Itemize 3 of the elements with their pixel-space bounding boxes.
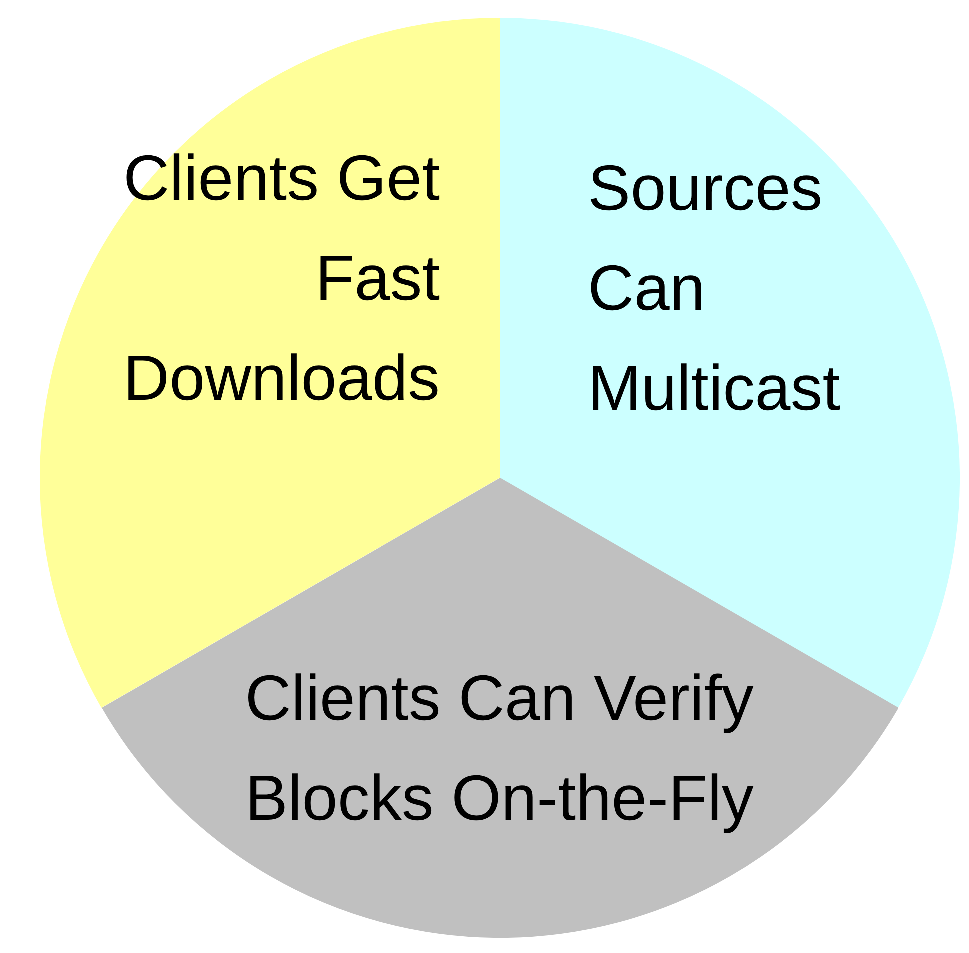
- sector-label: Clients Get Fast Downloads: [122, 141, 440, 416]
- sector-label: Clients Can Verify Blocks On-the-Fly: [244, 661, 755, 836]
- sector-label: Sources Can Multicast: [588, 151, 842, 426]
